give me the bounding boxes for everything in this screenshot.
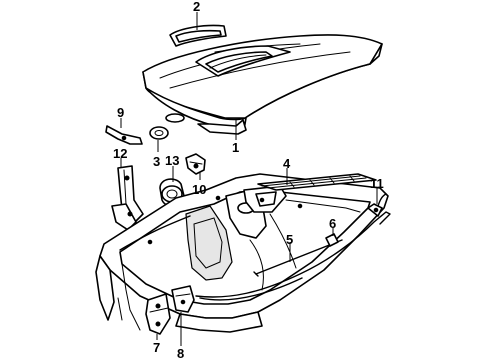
callout-6: 6 — [329, 216, 336, 231]
callout-5: 5 — [286, 232, 293, 247]
hood-scoop — [169, 24, 227, 47]
release-cable — [367, 193, 387, 217]
callout-4: 4 — [283, 156, 291, 171]
callout-labels: 2 1 3 4 5 6 7 8 9 10 11 12 13 — [113, 0, 384, 360]
callout-3: 3 — [153, 154, 160, 169]
callout-7: 7 — [153, 340, 160, 355]
latch-support — [171, 285, 195, 313]
hinge-bracket — [105, 125, 143, 145]
latch-striker — [185, 153, 206, 175]
hood-panel — [142, 34, 383, 135]
callout-8: 8 — [177, 346, 184, 360]
hood-seal-strip — [257, 173, 377, 191]
callout-1: 1 — [232, 140, 239, 155]
prop-rod — [253, 239, 343, 277]
leader-lines — [120, 12, 378, 346]
callout-2: 2 — [193, 0, 200, 14]
hood-bumper — [149, 126, 169, 140]
hood-latch — [145, 293, 171, 335]
callout-10: 10 — [192, 182, 206, 197]
callout-11: 11 — [370, 176, 384, 191]
engine-compartment — [95, 173, 391, 333]
hood-hinge — [111, 165, 144, 231]
callout-12: 12 — [113, 146, 127, 161]
callout-13: 13 — [165, 153, 179, 168]
prop-rod-clip — [325, 233, 339, 247]
callout-9: 9 — [117, 105, 124, 120]
